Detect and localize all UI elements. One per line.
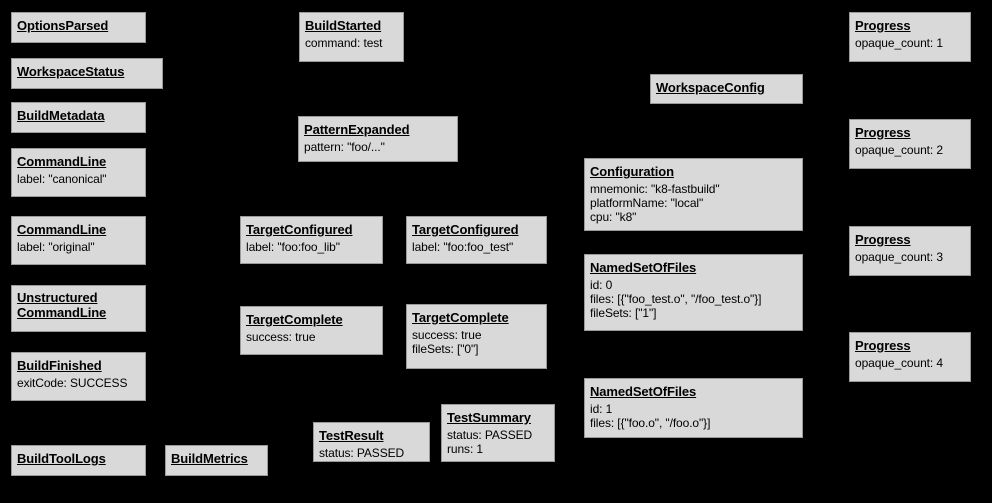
node-fields: opaque_count: 2 [855,143,965,157]
node-field: opaque_count: 4 [855,356,943,370]
node-title: CommandLine [17,154,107,169]
node-field: label: "canonical" [17,172,107,186]
node-build-finished[interactable]: BuildFinished exitCode: SUCCESS [11,352,146,401]
node-fields: exitCode: SUCCESS [17,376,140,390]
node-build-metrics[interactable]: BuildMetrics [165,445,268,476]
node-field: opaque_count: 2 [855,143,943,157]
node-title: TestResult [319,428,384,443]
node-title: Configuration [590,164,674,179]
node-field: opaque_count: 3 [855,250,943,264]
node-configuration[interactable]: Configuration mnemonic: "k8-fastbuild"pla… [584,158,803,231]
node-pattern-expanded[interactable]: PatternExpanded pattern: "foo/..." [298,116,458,162]
node-target-complete-lib[interactable]: TargetComplete success: true [240,306,383,355]
node-fields: label: "original" [17,240,140,254]
node-field: runs: 1 [447,442,483,456]
node-title: TargetConfigured [246,222,353,237]
node-field: id: 1 [590,402,613,416]
node-unstructured-command-line[interactable]: Unstructured CommandLine [11,285,146,332]
node-field: files: [{"foo.o", "/foo.o"}] [590,416,711,430]
node-field: success: true [412,328,482,342]
node-title: Progress [855,338,911,353]
node-title: BuildMetadata [17,108,105,123]
node-field: status: PASSED [319,446,405,460]
node-title: WorkspaceStatus [17,64,125,79]
node-field: platformName: "local" [590,196,704,210]
node-fields: success: true [246,330,377,344]
node-field: pattern: "foo/..." [304,140,385,154]
node-title: BuildMetrics [171,451,248,466]
node-fields: label: "foo:foo_lib" [246,240,377,254]
node-title: TestSummary [447,410,531,425]
node-workspace-status[interactable]: WorkspaceStatus [11,58,163,89]
node-target-configured-foo-lib[interactable]: TargetConfigured label: "foo:foo_lib" [240,216,383,264]
node-progress-4[interactable]: Progress opaque_count: 4 [849,332,971,382]
node-progress-1[interactable]: Progress opaque_count: 1 [849,12,971,62]
node-fields: label: "foo:foo_test" [412,240,541,254]
node-title: NamedSetOfFiles [590,384,697,399]
node-title: TargetComplete [412,310,509,325]
node-command-line-canonical[interactable]: CommandLine label: "canonical" [11,148,146,197]
node-title: Unstructured CommandLine [17,290,107,320]
node-title: BuildToolLogs [17,451,106,466]
node-fields: mnemonic: "k8-fastbuild"platformName: "l… [590,182,797,224]
node-workspace-config[interactable]: WorkspaceConfig [650,74,803,104]
node-title: BuildFinished [17,358,102,373]
node-field: label: "original" [17,240,95,254]
node-test-result[interactable]: TestResult status: PASSED [313,422,430,462]
node-build-metadata[interactable]: BuildMetadata [11,102,146,133]
node-fields: opaque_count: 4 [855,356,965,370]
node-field: label: "foo:foo_test" [412,240,514,254]
node-field: cpu: "k8" [590,210,637,224]
node-field: status: PASSED [447,428,533,442]
node-title: NamedSetOfFiles [590,260,697,275]
node-field: opaque_count: 1 [855,36,943,50]
node-title: TargetConfigured [412,222,519,237]
node-title: OptionsParsed [17,18,109,33]
node-progress-3[interactable]: Progress opaque_count: 3 [849,226,971,276]
node-field: fileSets: ["1"] [590,306,657,320]
node-field: exitCode: SUCCESS [17,376,128,390]
node-options-parsed[interactable]: OptionsParsed [11,12,146,43]
node-field: id: 0 [590,278,613,292]
node-title: Progress [855,18,911,33]
node-fields: pattern: "foo/..." [304,140,452,154]
node-title: Progress [855,232,911,247]
node-fields: status: PASSED [319,446,424,460]
node-build-tool-logs[interactable]: BuildToolLogs [11,445,146,476]
node-field: label: "foo:foo_lib" [246,240,340,254]
node-fields: command: test [305,36,398,50]
node-field: success: true [246,330,316,344]
node-field: mnemonic: "k8-fastbuild" [590,182,720,196]
node-title: PatternExpanded [304,122,410,137]
node-title: WorkspaceConfig [656,80,765,95]
node-fields: label: "canonical" [17,172,140,186]
node-progress-2[interactable]: Progress opaque_count: 2 [849,119,971,169]
node-field: fileSets: ["0"] [412,342,479,356]
node-fields: opaque_count: 3 [855,250,965,264]
node-target-configured-foo-test[interactable]: TargetConfigured label: "foo:foo_test" [406,216,547,264]
node-field: files: [{"foo_test.o", "/foo_test.o"}] [590,292,762,306]
node-title: TargetComplete [246,312,343,327]
node-title: CommandLine [17,222,107,237]
node-field: command: test [305,36,383,50]
node-command-line-original[interactable]: CommandLine label: "original" [11,216,146,265]
node-build-started[interactable]: BuildStarted command: test [299,12,404,62]
node-fields: opaque_count: 1 [855,36,965,50]
node-title: Progress [855,125,911,140]
node-title: BuildStarted [305,18,382,33]
